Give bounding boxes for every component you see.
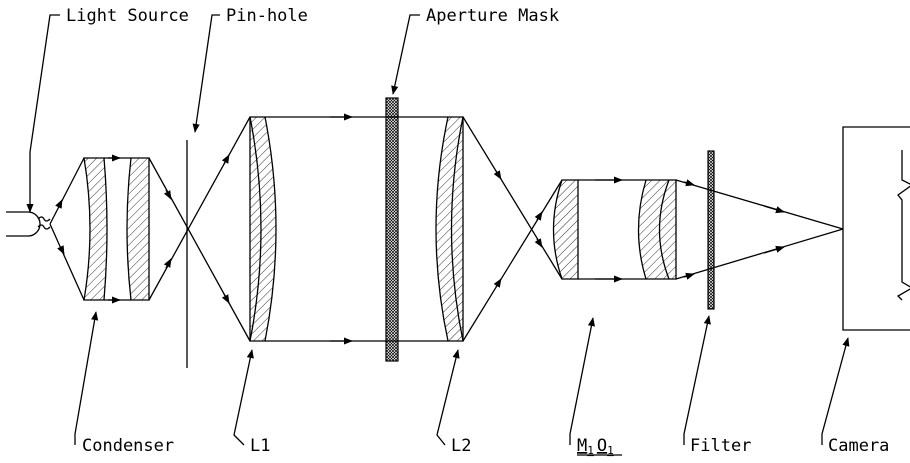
objective-lens-group xyxy=(552,179,677,280)
label-objective-sub2: 1 xyxy=(607,444,614,457)
label-objective-o: O xyxy=(597,436,607,456)
label-l2: L2 xyxy=(451,436,471,456)
lens-l2 xyxy=(435,116,464,342)
label-aperture-mask: Aperture Mask xyxy=(426,6,559,26)
label-camera: Camera xyxy=(828,436,889,456)
condenser-lens-group xyxy=(83,157,150,301)
label-pinhole: Pin-hole xyxy=(226,6,308,26)
label-objective-m: M xyxy=(577,436,587,456)
filter-plate xyxy=(707,150,715,310)
label-l1: L1 xyxy=(250,436,270,456)
lamp xyxy=(6,211,51,237)
label-condenser: Condenser xyxy=(82,436,174,456)
leader-lines xyxy=(26,14,850,446)
light-rays xyxy=(49,113,844,345)
label-filter: Filter xyxy=(690,436,751,456)
aperture-mask-plate xyxy=(385,97,399,362)
label-light-source: Light Source xyxy=(66,6,189,26)
camera-body xyxy=(842,126,910,331)
lens-l1 xyxy=(249,116,277,342)
label-objective-sub1: 1 xyxy=(587,444,594,457)
